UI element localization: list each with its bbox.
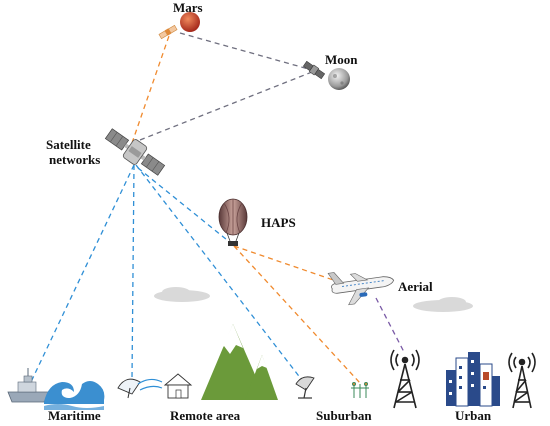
- satellite-label-line2: networks: [49, 152, 101, 167]
- links: [29, 32, 405, 385]
- mars-group: [158, 12, 200, 40]
- urban-label: Urban: [455, 408, 492, 423]
- mars-satellite-icon: [158, 24, 178, 40]
- satellite-icon: [104, 128, 166, 176]
- cloud-icon: [154, 287, 473, 312]
- link-satellite-moon: [139, 71, 313, 141]
- link-mars-moon: [179, 32, 313, 71]
- suburban-label: Suburban: [316, 408, 372, 423]
- link-satellite-remote: [131, 164, 135, 379]
- link-satellite-mars: [131, 32, 171, 144]
- maritime-label: Maritime: [48, 408, 101, 423]
- mars-label: Mars: [173, 0, 203, 15]
- moon-icon: [328, 68, 350, 90]
- dish-icon: [117, 378, 163, 399]
- link-satellite-maritime: [29, 164, 135, 385]
- aerial-label: Aerial: [398, 279, 433, 294]
- suburban-users-icon: [351, 382, 369, 398]
- house-icon: [163, 373, 193, 399]
- link-satellite-suburban: [135, 164, 306, 385]
- remote-area-label: Remote area: [170, 408, 241, 423]
- satellite-label-line1: Satellite: [46, 137, 91, 152]
- haps-label: HAPS: [261, 215, 296, 230]
- cell-tower-icon: [390, 349, 420, 409]
- mars-planet-icon: [180, 12, 200, 32]
- ship-icon: [7, 368, 51, 403]
- moon-satellite-icon: [302, 60, 326, 80]
- airplane-icon: [327, 272, 395, 306]
- cell-tower-icon: [508, 352, 536, 409]
- moon-label: Moon: [325, 52, 358, 67]
- link-haps-aerial: [233, 245, 346, 285]
- suburban-dish-icon: [295, 376, 315, 399]
- urban-buildings-icon: [446, 352, 500, 407]
- moon-group: [302, 60, 350, 90]
- balloon-icon: [218, 198, 248, 246]
- link-aerial-tower: [375, 297, 405, 353]
- link-satellite-haps: [137, 167, 233, 245]
- link-haps-suburban: [233, 245, 361, 384]
- wave-icon: [44, 381, 105, 410]
- mountain-icon: [201, 324, 278, 400]
